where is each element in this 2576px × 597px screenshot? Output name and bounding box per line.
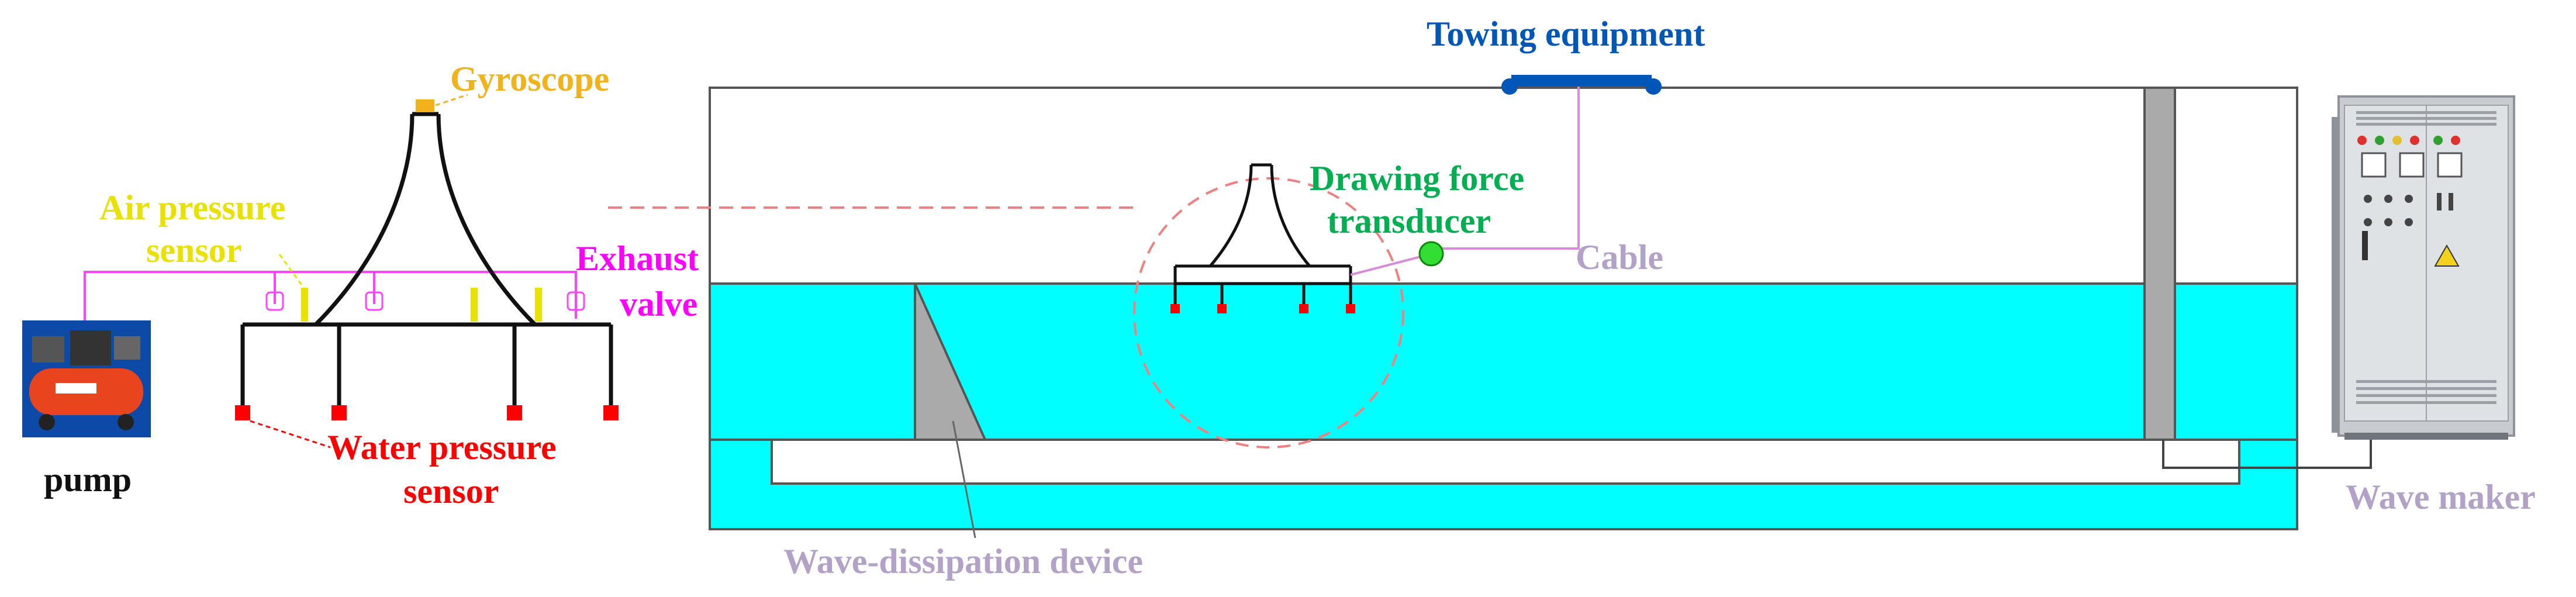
gyroscope-leader	[435, 94, 468, 106]
exhaust-valve-label-1: Exhaust	[576, 239, 699, 278]
model-in-tank	[1173, 163, 1352, 307]
tank-water-lower-left	[711, 441, 771, 528]
wave-dissipation-device	[914, 283, 987, 441]
detail-circle	[1133, 177, 1404, 448]
pump-image	[22, 320, 151, 437]
water-sensor-leader	[250, 420, 331, 448]
drawing-force-transducer-label-2: transducer	[1327, 202, 1491, 240]
air-sensor-leader	[278, 254, 304, 287]
tank-bottom-channel	[771, 439, 2240, 485]
water-pressure-sensor-label-2: sensor	[403, 472, 499, 510]
air-pressure-sensors	[301, 288, 542, 322]
wave-maker-cabinet	[2332, 95, 2515, 440]
air-branch-lines	[274, 272, 577, 304]
gyroscope-label: Gyroscope	[450, 60, 609, 98]
air-pressure-sensor-label-2: sensor	[146, 231, 241, 270]
exhaust-valve-label-2: valve	[620, 285, 697, 323]
model-tow-link	[1350, 253, 1430, 276]
towing-rail	[1511, 75, 1652, 87]
tank-water	[711, 284, 2296, 528]
towing-wheel-left	[1501, 78, 1518, 95]
water-pressure-sensor-label-1: Water pressure	[327, 428, 557, 467]
cable-label: Cable	[1576, 238, 1663, 277]
exhaust-valve-icons	[265, 291, 585, 311]
air-pressure-sensor-label-1: Air pressure	[99, 188, 285, 227]
model-body-enlarged	[240, 112, 613, 409]
towing-equipment-label: Towing equipment	[1427, 15, 1705, 53]
model-water-sensors	[1170, 304, 1355, 313]
pump-label: pump	[44, 460, 132, 499]
wave-dissipation-leader	[952, 420, 976, 539]
drawing-force-transducer-label-1: Drawing force	[1310, 159, 1524, 198]
towing-wheel-right	[1645, 78, 1662, 95]
water-pressure-sensors	[235, 405, 619, 420]
wave-maker-label: Wave maker	[2346, 478, 2536, 516]
drawing-force-transducer	[1418, 241, 1444, 267]
wave-maker-paddle	[2143, 87, 2176, 441]
wave-dissipation-device-label: Wave-dissipation device	[783, 542, 1143, 581]
air-supply-line	[84, 271, 577, 322]
wave-maker-drive-line	[2162, 427, 2372, 469]
gyroscope	[416, 99, 434, 112]
